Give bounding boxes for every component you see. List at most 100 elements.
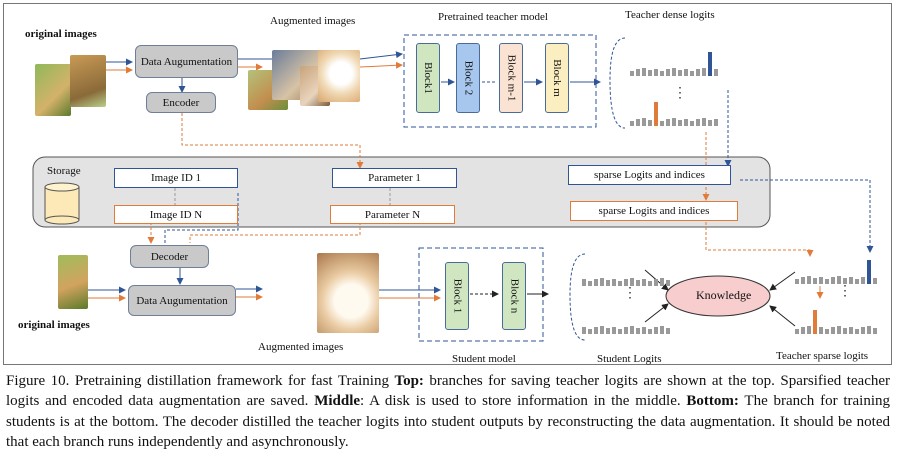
student-logits-1-bar: [606, 280, 610, 286]
teacher-dense-logits-1-bar: [642, 68, 646, 76]
teacher-dense-logits-1-bar: [660, 71, 664, 76]
teacher-sparse-logits-1-bar: [831, 277, 835, 284]
teacher-sparse-logits-2-bar: [867, 326, 871, 334]
student-logits-1-bar: [642, 279, 646, 286]
teacher-block-1-label: Block1: [422, 62, 434, 94]
teacher-model-frame: [403, 34, 597, 128]
caption-part-3: : A disk is used to store information in…: [360, 393, 687, 410]
student-logits-1-bar: [600, 278, 604, 286]
student-logits-1-bar: [582, 279, 586, 286]
knowledge-ellipse: [665, 275, 771, 317]
teacher-sparse-logits-1-bar: [795, 279, 799, 284]
teacher-sparse-logits-2-bar: [855, 329, 859, 334]
teacher-block-m-1: Block m-1: [499, 43, 523, 113]
teacher-sparse-logits-2-bar: [807, 326, 811, 334]
teacher-dense-logits-2-bar: [660, 121, 664, 126]
data-augmentation-box-top: Data Augumentation: [135, 45, 238, 78]
teacher-dense-logits-2-bar: [672, 118, 676, 126]
student-block-1: Block 1: [445, 262, 469, 330]
teacher-dense-logits-1-bar: [672, 68, 676, 76]
sparse-logits-label-2: sparse Logits and indices: [598, 205, 710, 217]
student-logits-1-bar: [666, 280, 670, 286]
teacher-sparse-logits-2-bar: [873, 328, 877, 334]
teacher-block-m: Block m: [545, 43, 569, 113]
decoder-label: Decoder: [150, 250, 189, 263]
teacher-sparse-logits-1-bar: [849, 277, 853, 284]
data-augmentation-label-bottom: Data Augumentation: [136, 294, 228, 307]
student-logits-2-bar: [582, 327, 586, 334]
teacher-sparse-logits-2-bar: [831, 327, 835, 334]
storage-label: Storage: [47, 165, 81, 177]
arrow-teacher-to-knowledge-bottom: [769, 305, 796, 327]
student-logits-2-bar: [624, 327, 628, 334]
arrow-teacher-to-knowledge-top: [769, 271, 796, 291]
teacher-dense-logits-label: Teacher dense logits: [625, 9, 715, 21]
augmented-images-label-top: Augmented images: [270, 15, 356, 27]
parameter-n-label: Parameter N: [364, 208, 421, 221]
arrow-student-to-knowledge-bottom: [644, 303, 669, 323]
augmented-images-top-4: [318, 50, 360, 102]
data-augmentation-label-top: Data Augumentation: [140, 55, 233, 68]
teacher-sparse-logits-2-bar: [861, 327, 865, 334]
caption-part-2: branches for saving teacher logits are s…: [6, 373, 891, 410]
arrow-param-to-decoder: [189, 222, 361, 243]
teacher-dense-logits-1-bar: [684, 69, 688, 76]
dense-logits-bracket: [609, 37, 626, 129]
parameter-1-box: Parameter 1: [332, 168, 457, 188]
student-logits-1-bar: [594, 279, 598, 286]
teacher-dense-logits-1-bar: [636, 69, 640, 76]
teacher-dense-logits-1-bar: [696, 69, 700, 76]
teacher-block-1: Block1: [416, 43, 440, 113]
teacher-block-m-label: Block m: [551, 59, 563, 97]
original-images-top: [35, 64, 71, 116]
student-logits-2-bar: [636, 328, 640, 334]
teacher-dense-logits-1-bar: [648, 70, 652, 76]
teacher-sparse-logits-2-bar: [795, 329, 799, 334]
teacher-dense-logits-2-bar: [678, 120, 682, 126]
caption-bold-top: Top:: [394, 373, 424, 389]
teacher-block-2: Block 2: [456, 43, 480, 113]
student-logits-1-bar: [654, 279, 658, 286]
teacher-sparse-logits-1-bar: [873, 278, 877, 284]
encoder-box: Encoder: [146, 92, 216, 113]
student-block-n: Block n: [502, 262, 526, 330]
teacher-dense-logits-1-bar: [654, 69, 658, 76]
caption-part-1: Figure 10. Pretraining distillation fram…: [6, 373, 395, 389]
original-images-bottom: [58, 255, 88, 309]
teacher-block-m-1-label: Block m-1: [505, 54, 517, 102]
teacher-sparse-logits-1-bar: [867, 260, 871, 284]
teacher-dense-logits-2-bar: [636, 119, 640, 126]
figure-caption: Figure 10. Pretraining distillation fram…: [6, 371, 890, 452]
arrow-imageid1-to-decoder: [164, 193, 239, 243]
teacher-sparse-ellipsis: ⋮: [838, 284, 852, 299]
teacher-dense-logits-2-bar: [708, 120, 712, 126]
teacher-dense-logits-2-bar: [648, 120, 652, 126]
student-logits-2-bar: [654, 327, 658, 334]
student-logits-2-bar: [660, 326, 664, 334]
teacher-dense-logits-1-bar: [690, 71, 694, 76]
student-model-label: Student model: [452, 353, 516, 365]
teacher-dense-logits-2-bar: [702, 118, 706, 126]
caption-bold-middle: Middle: [314, 393, 361, 410]
teacher-dense-logits-2-bar: [630, 121, 634, 126]
image-id-n-box: Image ID N: [114, 205, 238, 224]
sparse-logits-label-1: sparse Logits and indices: [594, 169, 705, 181]
augmented-images-bottom: [317, 253, 379, 333]
parameter-1-label: Parameter 1: [368, 172, 421, 184]
teacher-dense-logits-2-bar: [666, 119, 670, 126]
teacher-dense-logits-1-bar: [666, 69, 670, 76]
student-logits-1-bar: [612, 279, 616, 286]
student-logits-2-bar: [606, 328, 610, 334]
teacher-dense-logits-1-bar: [678, 70, 682, 76]
caption-part-4: The branch for training students is at t…: [6, 393, 890, 450]
teacher-sparse-logits-2-bar: [849, 327, 853, 334]
teacher-sparse-logits-2-bar: [825, 329, 829, 334]
encoder-label: Encoder: [162, 96, 200, 109]
caption-bold-bottom: Bottom:: [686, 393, 739, 410]
teacher-sparse-logits-1-bar: [825, 279, 829, 284]
student-logits-2-bar: [588, 329, 592, 334]
original-images-label-bottom: original images: [18, 319, 90, 331]
student-logits-2-bar: [642, 327, 646, 334]
student-logits-label: Student Logits: [597, 353, 662, 365]
student-logits-1-bar: [636, 280, 640, 286]
